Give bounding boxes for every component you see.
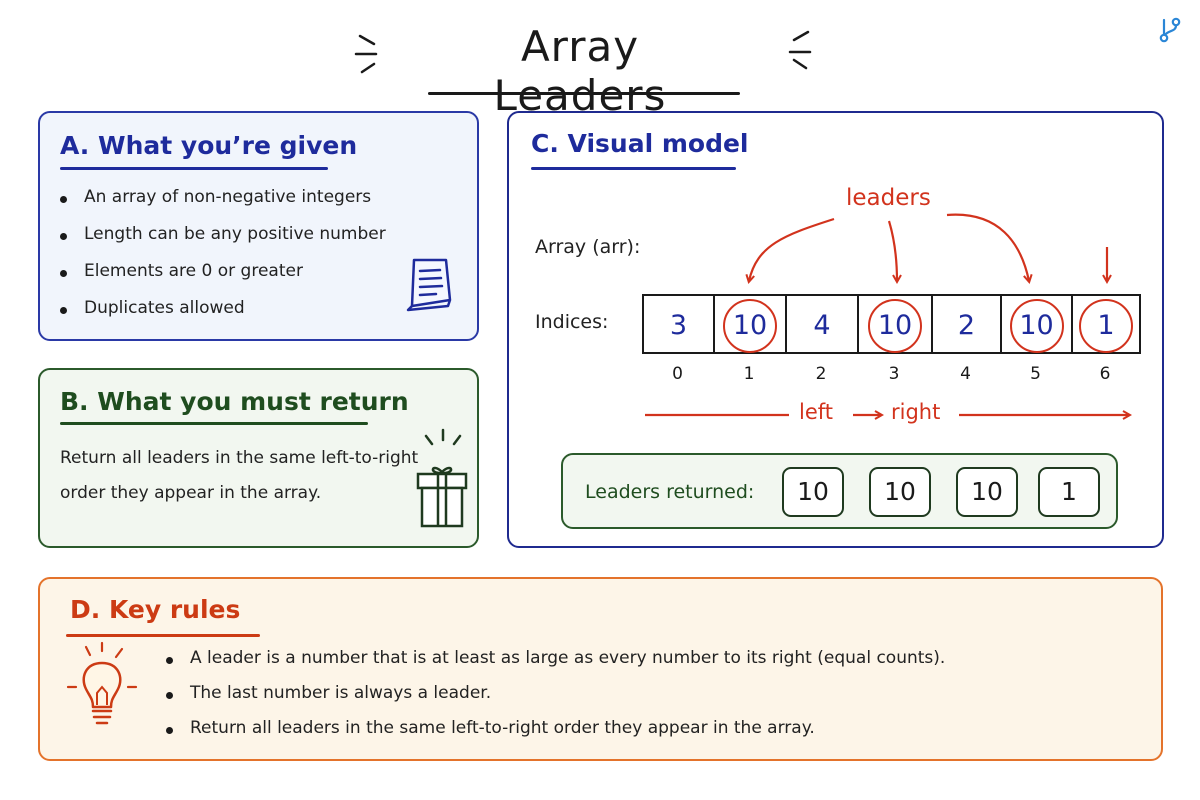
indices-label: Indices: — [535, 311, 609, 333]
key-rules-heading-underline — [66, 634, 260, 637]
given-heading: A. What you’re given — [60, 131, 358, 160]
key-rule-item: Return all leaders in the same left-to-r… — [166, 718, 945, 753]
panel-visual-model: C. Visual model leaders Array (arr): Ind… — [507, 111, 1164, 548]
leader-arrow — [946, 213, 1029, 281]
key-rules-list: A leader is a number that is at least as… — [166, 648, 945, 753]
leaders-label: leaders — [846, 185, 931, 211]
given-heading-underline — [60, 167, 328, 170]
visual-model-heading-underline — [531, 167, 736, 170]
array-cell: 3 — [642, 294, 713, 354]
sparkle-right-icon — [788, 30, 812, 70]
array-cell: 1 — [1071, 294, 1141, 354]
array-value: 10 — [877, 310, 913, 341]
sparkle-left-icon — [354, 34, 378, 74]
array-cell: 10 — [713, 294, 785, 354]
page-title: Array Leaders — [493, 22, 667, 120]
leader-circle — [868, 299, 922, 353]
leader-arrow — [749, 217, 835, 281]
array-index: 1 — [743, 364, 755, 384]
array-cell: 2 — [931, 294, 1000, 354]
leader-arrow — [887, 220, 897, 281]
lightbulb-icon — [66, 641, 138, 725]
panel-key-rules: D. Key rules A leader is a number that i… — [38, 577, 1163, 761]
return-heading-underline — [60, 422, 368, 425]
returned-leader: 10 — [782, 467, 844, 517]
array-index: 2 — [815, 364, 827, 384]
returned-leader: 10 — [956, 467, 1018, 517]
array-index: 4 — [960, 364, 971, 384]
direction-left-label: left — [799, 400, 834, 424]
visual-model-heading: C. Visual model — [531, 129, 749, 158]
leader-circle — [1009, 299, 1064, 353]
title-area: Array Leaders — [340, 18, 820, 120]
array-value: 2 — [957, 310, 976, 341]
array-value: 1 — [1097, 310, 1115, 341]
returned-leader: 1 — [1038, 467, 1100, 517]
document-icon — [406, 258, 452, 312]
array-label: Array (arr): — [535, 236, 641, 258]
direction-right-label: right — [891, 400, 941, 424]
array-value: 3 — [669, 310, 688, 341]
array-index: 6 — [1099, 364, 1111, 384]
key-rules-heading: D. Key rules — [70, 595, 241, 624]
given-item: Duplicates allowed — [60, 298, 386, 335]
array-cell: 10 — [857, 294, 931, 354]
key-rule-item: A leader is a number that is at least as… — [166, 648, 945, 683]
panel-given: A. What you’re given An array of non-neg… — [38, 111, 479, 341]
array-value: 10 — [732, 310, 768, 341]
array-cell: 10 — [1000, 294, 1071, 354]
panel-return: B. What you must return Return all leade… — [38, 368, 479, 548]
array-index: 5 — [1030, 364, 1041, 384]
given-list: An array of non-negative integers Length… — [60, 187, 386, 335]
returned-leader: 10 — [869, 467, 931, 517]
leader-arrows — [645, 213, 1166, 550]
leaders-returned-box: Leaders returned: 10 10 10 1 — [561, 453, 1118, 529]
array-value: 10 — [1019, 310, 1054, 341]
given-item: Length can be any positive number — [60, 224, 386, 261]
branch-icon — [1159, 17, 1181, 43]
leader-circle — [1079, 299, 1133, 353]
given-item: Elements are 0 or greater — [60, 261, 386, 298]
title-underline — [428, 92, 740, 95]
array-index: 0 — [672, 364, 683, 384]
return-heading: B. What you must return — [60, 387, 409, 416]
array-value: 4 — [813, 310, 831, 341]
leader-circle — [723, 299, 777, 353]
return-text-line: order they appear in the array. — [60, 483, 322, 503]
gift-icon — [416, 428, 468, 528]
return-text-line: Return all leaders in the same left-to-r… — [60, 448, 419, 468]
leaders-returned-label: Leaders returned: — [585, 481, 755, 503]
array-cell: 4 — [785, 294, 857, 354]
array-index: 3 — [888, 364, 900, 384]
given-item: An array of non-negative integers — [60, 187, 386, 224]
key-rule-item: The last number is always a leader. — [166, 683, 945, 718]
